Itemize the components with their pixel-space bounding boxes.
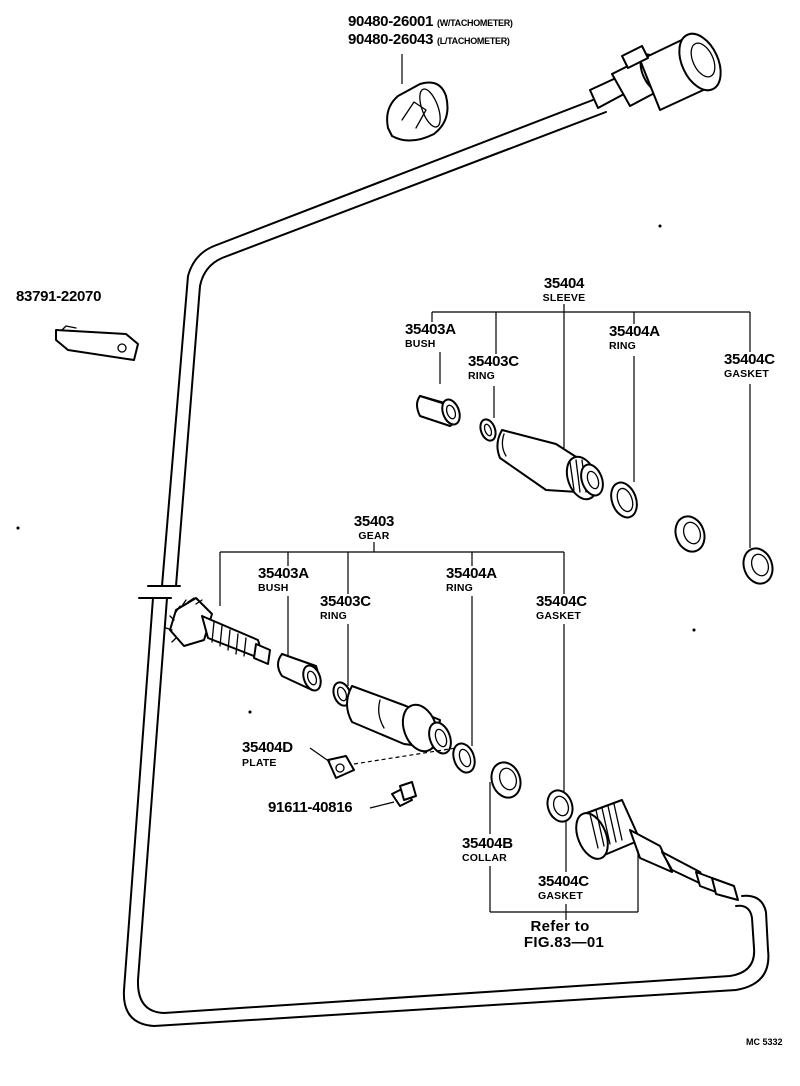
grommet-part [386, 54, 449, 142]
part-90480-26043-label: 90480-26043 (L/TACHOMETER) [348, 31, 510, 48]
bolt-number: 91611-40816 [268, 799, 353, 816]
sleeve-ring-a-name: RING [609, 340, 637, 352]
gear-group-name: GEAR [358, 530, 390, 542]
gear-sleeve-body-part [346, 685, 452, 755]
sleeve-bush-part [416, 395, 461, 427]
collar-name: COLLAR [462, 852, 507, 864]
bolt-part [369, 781, 417, 809]
gear-gasket-name: GASKET [536, 610, 581, 622]
sleeve-ring-a-number: 35404A [609, 323, 660, 340]
gear-ring-c-name: RING [320, 610, 348, 622]
plate-name: PLATE [242, 757, 277, 769]
sleeve-bush-number: 35403A [405, 321, 456, 338]
lower-leaders [489, 782, 639, 920]
sleeve-gasket-number: 35404C [724, 351, 775, 368]
gear-bush-part [277, 653, 322, 692]
plate-part [327, 747, 457, 779]
collar-number: 35404B [462, 835, 513, 852]
sleeve-ring-c-name: RING [468, 370, 496, 382]
sleeve-group-number: 35404 [543, 275, 585, 292]
clip-part [55, 325, 139, 361]
sleeve-group-bracket [431, 304, 751, 548]
gear-group-bracket [219, 542, 565, 796]
gear-ring-a-name: RING [446, 582, 474, 594]
sleeve-ring-a-part [610, 481, 638, 519]
gear-ring-a-number: 35404A [446, 565, 497, 582]
figure-code: MC 5332 [746, 1037, 783, 1047]
reference-note-line1: Refer to [530, 918, 590, 935]
sleeve-bush-name: BUSH [405, 338, 436, 350]
gear-group-number: 35403 [353, 513, 395, 530]
gear-ring-a-part [452, 742, 476, 774]
gear-ring-c-number: 35403C [320, 593, 371, 610]
specks [16, 224, 696, 714]
sleeve-gasket-name: GASKET [724, 368, 769, 380]
sleeve-group-name: SLEEVE [542, 292, 586, 304]
sleeve-ring-c-part [479, 418, 497, 442]
plate-number: 35404D [242, 739, 293, 756]
sleeve-body-part [496, 429, 604, 501]
reference-note-line2: FIG.83—01 [523, 934, 605, 951]
gear-bush-number: 35403A [258, 565, 309, 582]
meter-end-housing [589, 32, 722, 111]
sleeve-washer-part [674, 515, 706, 553]
drive-gear-part [165, 597, 271, 665]
collar-part [490, 761, 522, 799]
part-90480-26001-label: 90480-26001 (W/TACHOMETER) [348, 13, 513, 30]
lower-cable-end-part [575, 799, 739, 901]
lower-gasket-name: GASKET [538, 890, 583, 902]
sleeve-gasket-part [742, 547, 774, 585]
speedometer-cable [122, 97, 770, 1027]
gear-bush-name: BUSH [258, 582, 289, 594]
part-83791-label: 83791-22070 [16, 288, 102, 305]
gear-gasket-number: 35404C [536, 593, 587, 610]
sleeve-ring-c-number: 35403C [468, 353, 519, 370]
lower-gasket-number: 35404C [538, 873, 589, 890]
